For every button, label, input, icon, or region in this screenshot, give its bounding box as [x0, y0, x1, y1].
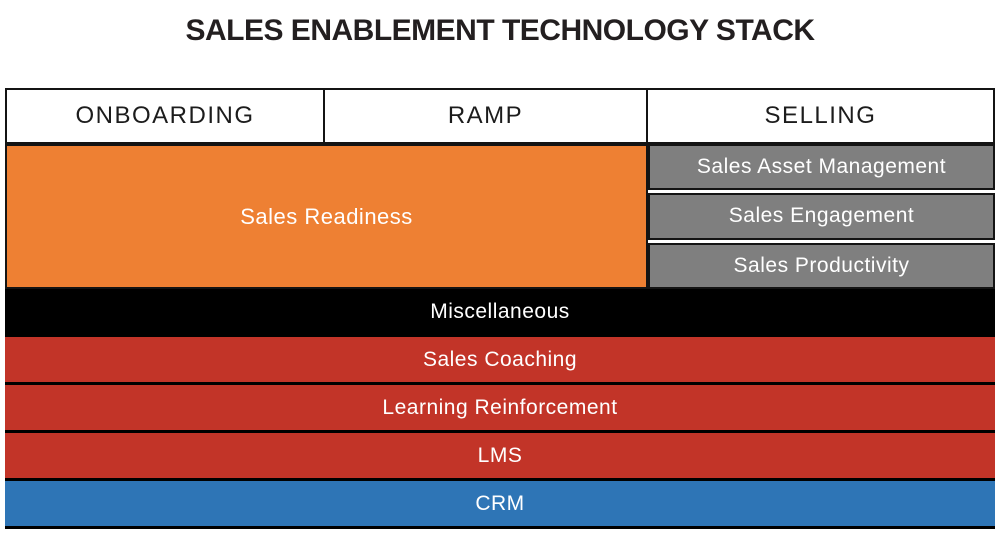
header-row: ONBOARDING RAMP SELLING: [5, 88, 995, 144]
sales-engagement-block: Sales Engagement: [648, 193, 995, 240]
selling-tools-column: Sales Asset Management Sales Engagement …: [648, 144, 995, 289]
header-cell-selling: SELLING: [648, 88, 995, 144]
full-width-rows: Miscellaneous Sales Coaching Learning Re…: [5, 289, 995, 529]
page-title: SALES ENABLEMENT TECHNOLOGY STACK: [185, 14, 815, 47]
row-miscellaneous: Miscellaneous: [5, 289, 995, 334]
main-zone: Sales Readiness Sales Asset Management S…: [5, 144, 995, 289]
row-sales-coaching: Sales Coaching: [5, 337, 995, 382]
sales-readiness-block: Sales Readiness: [5, 144, 648, 289]
row-learning-reinforcement: Learning Reinforcement: [5, 385, 995, 430]
row-crm: CRM: [5, 481, 995, 526]
header-cell-onboarding: ONBOARDING: [5, 88, 325, 144]
header-cell-ramp: RAMP: [325, 88, 648, 144]
stack-diagram: ONBOARDING RAMP SELLING Sales Readiness …: [5, 88, 995, 529]
row-lms: LMS: [5, 433, 995, 478]
sales-asset-management-block: Sales Asset Management: [648, 144, 995, 191]
sales-productivity-block: Sales Productivity: [648, 242, 995, 289]
